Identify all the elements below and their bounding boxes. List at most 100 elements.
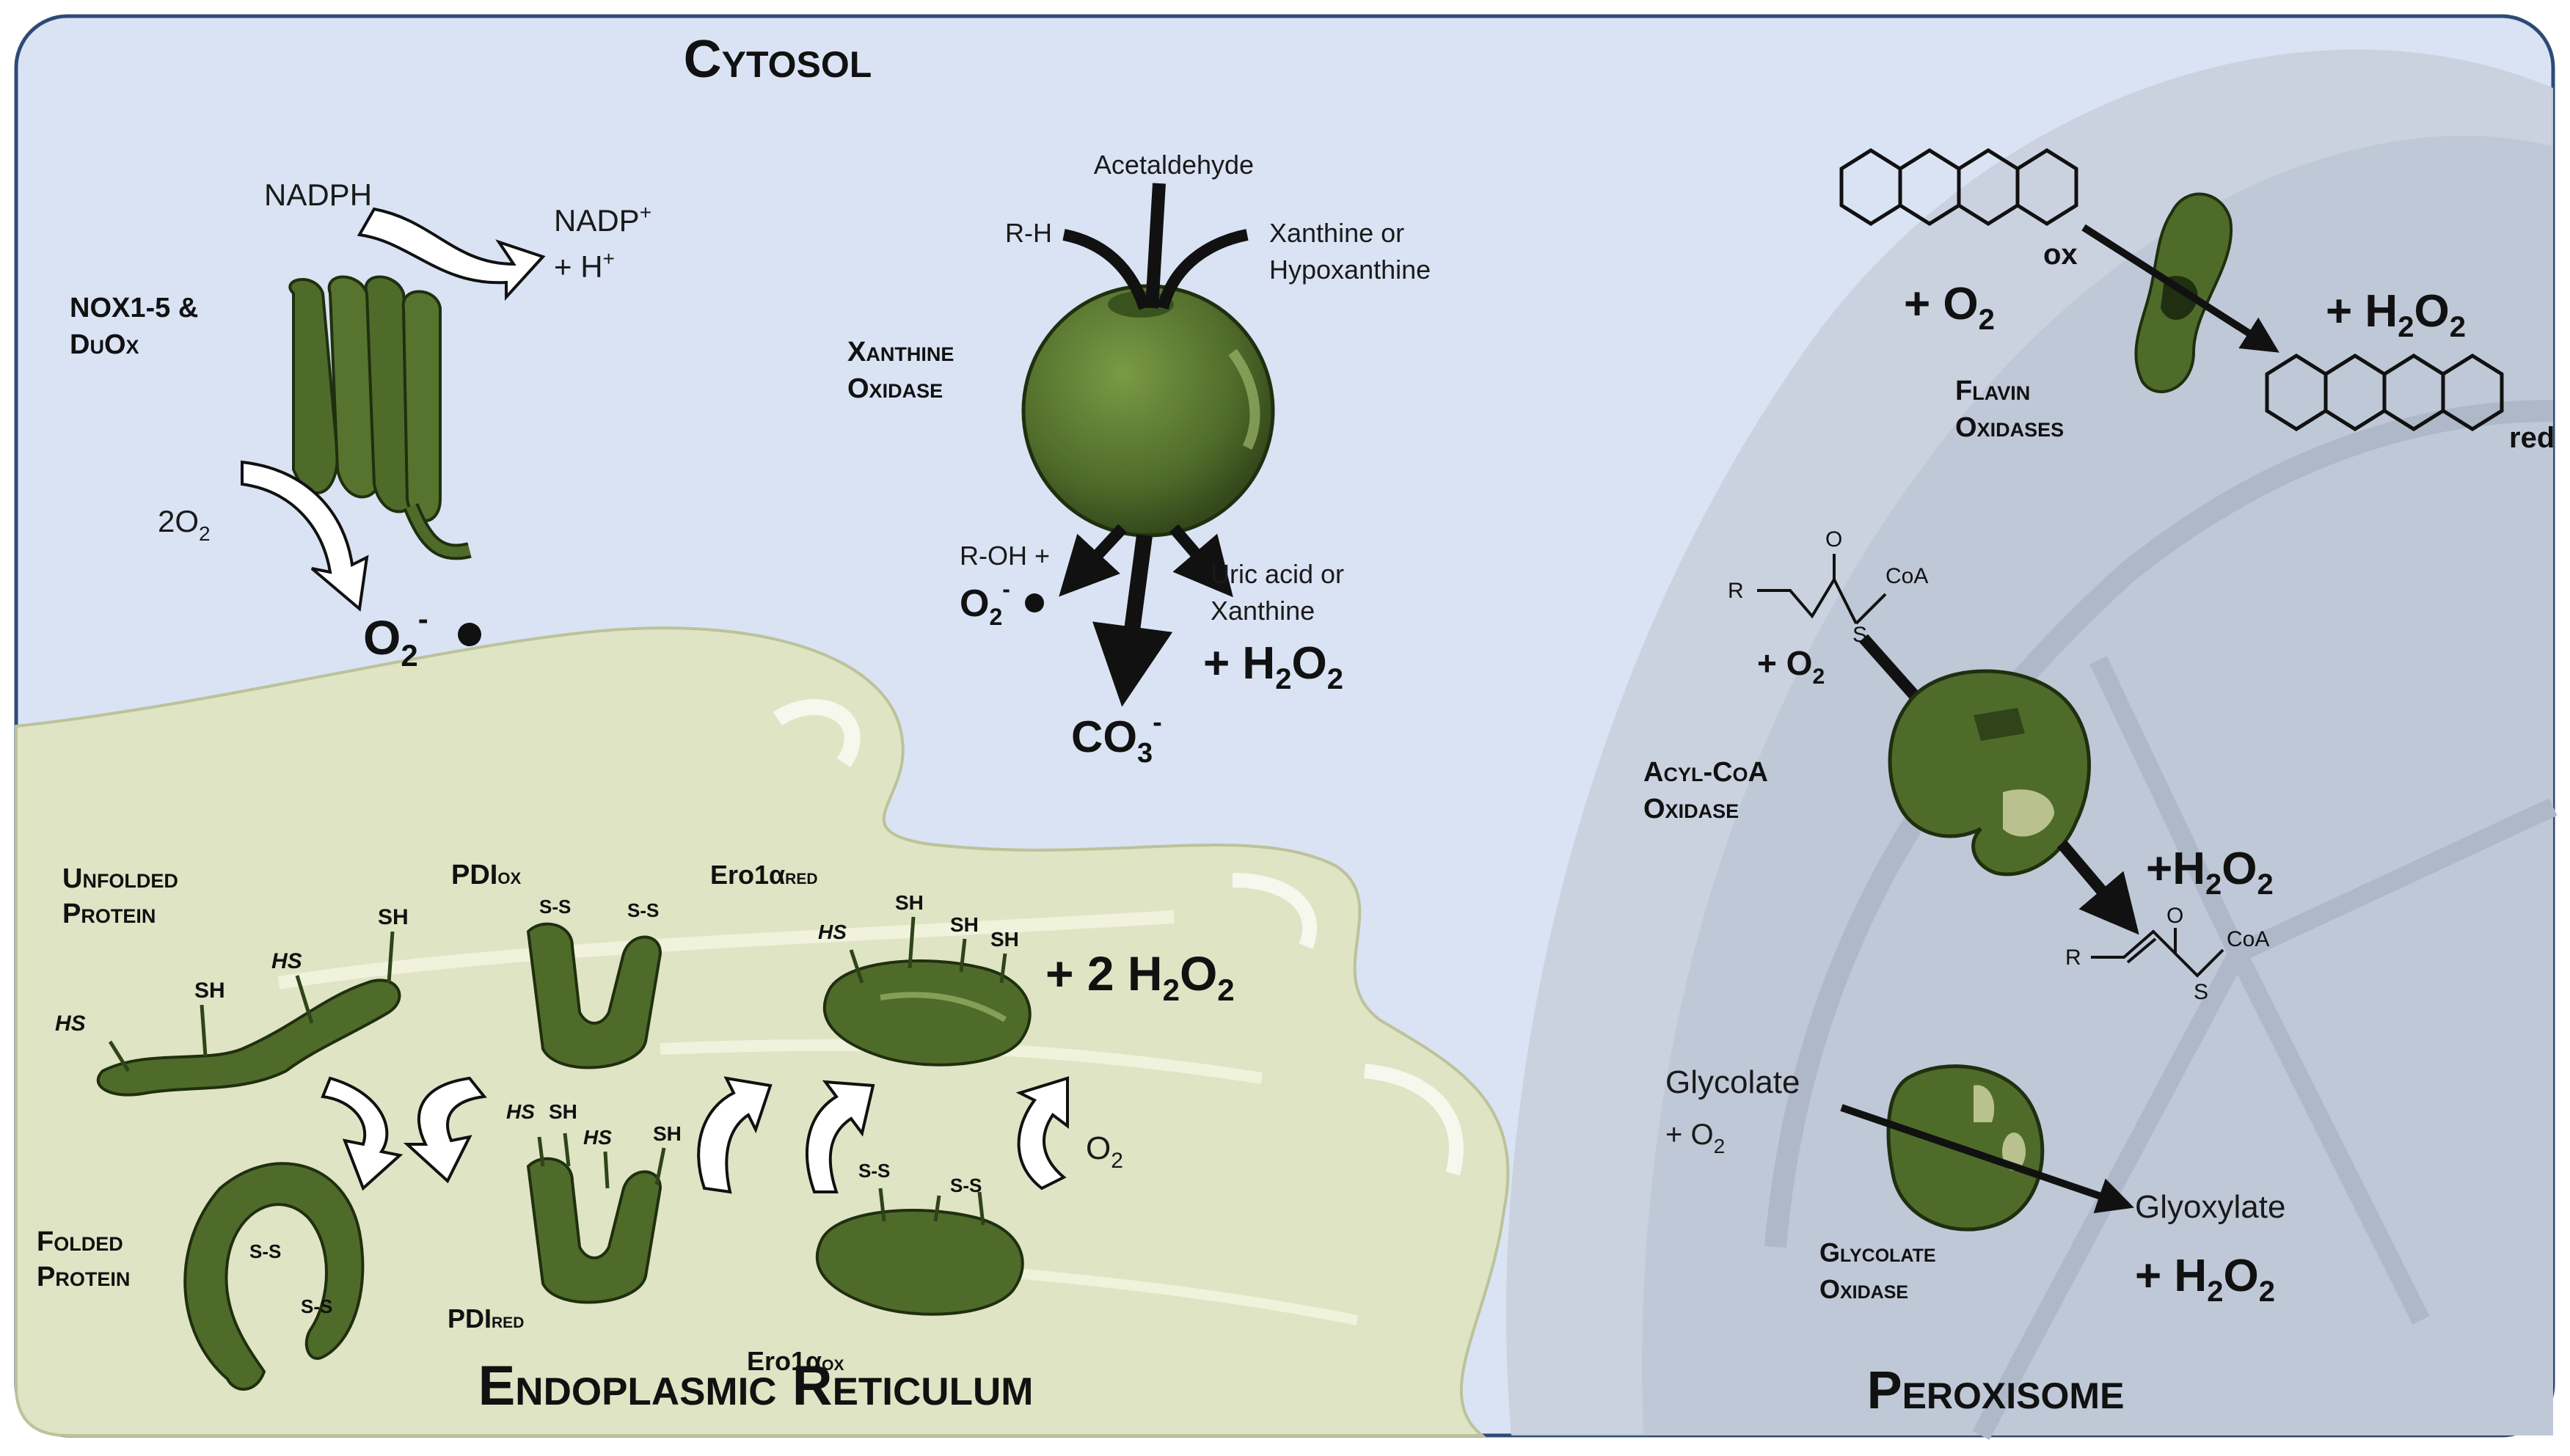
pdi-red-thiols	[537, 1133, 666, 1189]
flavin-ox-substrate	[1839, 148, 2078, 226]
s-label: S	[2194, 980, 2208, 1004]
xanthine-oxidase-enzyme	[1021, 284, 1275, 538]
roh-label: R-OH +	[960, 541, 1050, 571]
coa-label: CoA	[2227, 927, 2269, 951]
svg-text:O2-: O2-	[363, 601, 428, 673]
sh-label: SH	[549, 1100, 577, 1123]
nox-name-line1: NOX1-5 &	[70, 293, 198, 323]
ss-label: S-S	[249, 1240, 281, 1262]
nadph-label: NADPH	[264, 178, 372, 212]
xo-rh-arrow	[1062, 229, 1150, 310]
svg-text:O2-: O2-	[960, 576, 1010, 630]
xo-name-line2: Oxidase	[847, 373, 943, 404]
sh-label: SH	[950, 913, 979, 936]
glycolate-oxidase-line1: Glycolate	[1819, 1237, 1936, 1267]
uric-line2: Xanthine	[1211, 596, 1315, 626]
er-h2o2-product: + 2 H2O2	[1045, 946, 1235, 1007]
unfolded-protein	[96, 978, 401, 1097]
ss-label: S-S	[301, 1295, 332, 1317]
xo-acetaldehyde-arrow	[1145, 183, 1166, 309]
r-label: R	[1728, 579, 1744, 603]
xo-uric-arrow	[1169, 524, 1233, 598]
unfolded-line1: Unfolded	[62, 863, 178, 894]
co3-product: CO3-	[1071, 707, 1162, 769]
ero1-ox-label: Ero1αox	[747, 1346, 844, 1376]
sh-label: SH	[990, 928, 1019, 951]
rh-label: R-H	[1005, 218, 1052, 248]
xanthine-line2: Hypoxanthine	[1269, 255, 1431, 285]
ss-label: S-S	[539, 896, 571, 918]
ero1-ox-protein	[815, 1209, 1024, 1316]
ss-label: S-S	[950, 1174, 982, 1196]
glycolate-oxidase-line2: Oxidase	[1819, 1274, 1908, 1304]
nox-nadph-arrow	[357, 207, 546, 301]
radical-dot	[1025, 593, 1044, 612]
xo-roh-arrow	[1059, 524, 1127, 597]
xanthine-line1: Xanthine or	[1269, 218, 1404, 248]
hs-label: HS	[583, 1126, 612, 1149]
er-o2-label: O2	[1086, 1130, 1123, 1173]
sh-label: SH	[378, 905, 409, 929]
nox-enzyme	[288, 275, 472, 560]
nox-name-line2: DuOx	[70, 329, 139, 360]
acyl-name-line2: Oxidase	[1643, 794, 1739, 824]
hs-label: HS	[271, 949, 302, 973]
o-label: O	[1825, 527, 1842, 552]
unfolded-thiols	[108, 931, 395, 1072]
radical-dot	[458, 623, 481, 646]
acyl-name-line1: Acyl-CoA	[1643, 757, 1768, 788]
r-label: R	[2065, 945, 2081, 970]
coa-label: CoA	[1885, 564, 1928, 588]
acyl-h2o2-product: +H2O2	[2146, 844, 2274, 901]
ss-label: S-S	[858, 1160, 890, 1182]
flavin-name-line1: Flavin	[1955, 376, 2030, 406]
ss-label: S-S	[627, 899, 659, 921]
flavin-h2o2-product: + H2O2	[2326, 286, 2466, 343]
flavin-name-line2: Oxidases	[1955, 412, 2064, 443]
hs-label: HS	[818, 921, 847, 943]
flavin-ox-label: ox	[2043, 238, 2078, 271]
ero1-ox-disulfides	[878, 1188, 985, 1226]
sh-label: SH	[895, 891, 924, 914]
xo-h2o2-product: + H2O2	[1203, 638, 1343, 695]
sh-label: SH	[653, 1122, 682, 1145]
sh-label: SH	[194, 978, 225, 1003]
acyl-arrow-out	[2056, 839, 2139, 935]
glycolate-arrow	[1840, 1104, 2134, 1213]
enoyl-coa-product: R O S CoA	[2065, 904, 2269, 1004]
flavin-o2-label: + O2	[1904, 279, 1995, 336]
hs-label: HS	[506, 1100, 535, 1123]
glycolate-h2o2-product: + H2O2	[2135, 1251, 2275, 1308]
acyl-coa-oxidase-enzyme	[1888, 669, 2091, 877]
glycolate-label: Glycolate	[1665, 1064, 1800, 1100]
glycolate-o2-label: + O2	[1665, 1119, 1725, 1157]
folded-protein	[183, 1162, 365, 1391]
pdi-ox-label: PDIox	[451, 860, 521, 890]
acyl-coa-substrate: R O S CoA	[1728, 527, 1928, 647]
pdi-red-label: PDIred	[448, 1303, 524, 1334]
two-o2-label: 2O2	[158, 504, 211, 545]
flavin-red-product	[2265, 354, 2504, 431]
acyl-arrow-in	[1859, 634, 1927, 709]
er-cycle-arrows	[321, 1076, 1069, 1194]
pdi-red-protein	[526, 1157, 662, 1304]
nadp-label: NADP+	[554, 201, 651, 238]
uric-line1: Uric acid or	[1211, 559, 1344, 589]
nox-o2-arrow	[241, 460, 369, 612]
folded-line2: Protein	[37, 1262, 130, 1292]
xo-name-line1: Xanthine	[847, 337, 954, 367]
ero1-red-thiols	[849, 916, 1007, 984]
folded-line1: Folded	[37, 1226, 123, 1257]
hs-label: HS	[55, 1011, 86, 1036]
xo-xanthine-arrow	[1157, 229, 1249, 310]
o-label: O	[2166, 904, 2183, 928]
xo-co3-arrow	[1092, 534, 1173, 707]
flavin-red-label: red	[2509, 422, 2555, 454]
xo-superoxide-product: O2-	[960, 576, 1044, 630]
nox-superoxide-product: O2-	[363, 601, 481, 673]
peroxisome-title: Peroxisome	[1867, 1361, 2125, 1420]
glyoxylate-label: Glyoxylate	[2135, 1189, 2285, 1225]
unfolded-line2: Protein	[62, 899, 156, 929]
